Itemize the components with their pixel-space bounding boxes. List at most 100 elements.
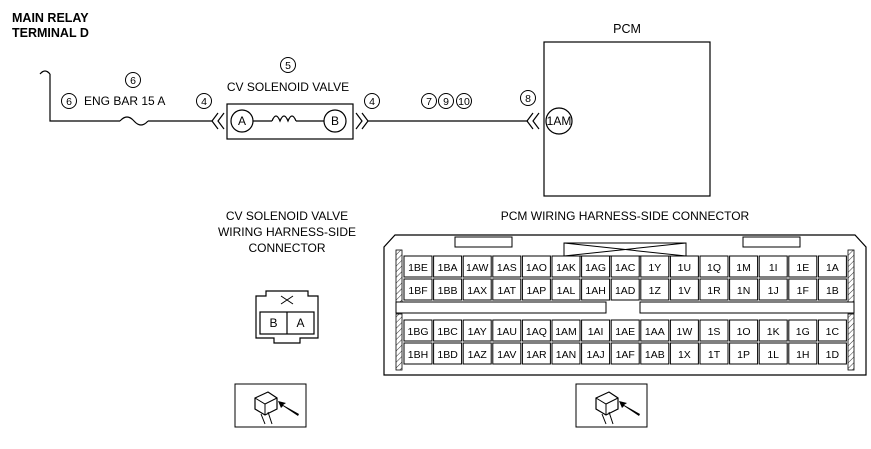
fuse-label: ENG BAR 15 A [84, 94, 165, 108]
callout-9-text: 9 [443, 96, 449, 108]
pcm-connector-pin-cell [640, 278, 670, 301]
probe-icon [234, 383, 307, 428]
pcm-pin-label: 1AM [547, 114, 572, 128]
pcm-connector-pin-cell [699, 278, 729, 301]
pcm-connector-pin-cell [817, 278, 847, 301]
pcm-connector-pin-label: 1R [707, 285, 721, 297]
pcm-connector-pin-cell [758, 278, 788, 301]
pcm-connector-pin-label: 1BA [438, 262, 458, 274]
pcm-connector-pin-cell [433, 342, 463, 365]
callout-8: 8 [520, 90, 536, 106]
pcm-connector-pin-label: 1Y [648, 262, 661, 274]
pcm-connector-pin-label: 1M [736, 262, 751, 274]
cv-connector-title-3: CONNECTOR [248, 241, 325, 255]
pcm-connector-pin-label: 1AU [497, 326, 517, 338]
pcm-connector-pin-cell [581, 342, 611, 365]
pcm-connector-pin-cell [788, 342, 818, 365]
pcm-connector-pin-label: 1BG [407, 326, 428, 338]
pcm-connector-pin-label: 1AT [498, 285, 517, 297]
pcm-connector-pin-label: 1AM [555, 326, 577, 338]
pcm-connector-pin-label: 1C [826, 326, 840, 338]
pcm-connector-pin-label: 1BD [437, 349, 458, 361]
pcm-connector-pin-cell [492, 342, 522, 365]
pcm-connector-pin-label: 1BF [408, 285, 427, 297]
callout-fuse-left-text: 6 [66, 96, 72, 108]
callout-7: 7 [421, 93, 437, 109]
callout-valve: 5 [280, 57, 296, 73]
wire-relay-to-fuse [49, 74, 120, 122]
pcm-connector-pin-cell [581, 319, 611, 342]
pcm-connector-pin-cell [462, 255, 492, 278]
pcm-connector-pin-label: 1AB [645, 349, 665, 361]
callout-fuse-top-text: 6 [130, 75, 136, 87]
pcm-connector-pin-label: 1K [767, 326, 780, 338]
valve-pin-a: A [238, 114, 246, 128]
pcm-connector-pin-cell [462, 319, 492, 342]
pcm-connector-pin-label: 1G [796, 326, 810, 338]
pcm-connector-pin-cell [551, 255, 581, 278]
pcm-connector-pin-label: 1AW [466, 262, 488, 274]
cv-connector-title-1: CV SOLENOID VALVE [226, 209, 348, 223]
pcm-connector-pin-cell [521, 319, 551, 342]
pcm-connector-pin-label: 1D [826, 349, 840, 361]
callout-8-text: 8 [525, 93, 531, 105]
pcm-connector-pin-cell [492, 319, 522, 342]
fuse-symbol [119, 116, 149, 126]
pcm-connector-pin-cell [521, 278, 551, 301]
pcm-connector-pin-label: 1BE [408, 262, 428, 274]
pcm-connector-pin-cell [610, 319, 640, 342]
pcm-connector-pin-label: 1BH [408, 349, 428, 361]
pcm-connector-pin-cell [669, 278, 699, 301]
pcm-connector-pin-label: 1AA [645, 326, 665, 338]
pcm-connector-pin-cell [403, 278, 433, 301]
pcm-connector-pin-label: 1F [797, 285, 809, 297]
callout-right-connector-text: 4 [369, 96, 375, 108]
callout-left-connector-text: 4 [201, 96, 207, 108]
pcm-connector-pin-label: 1AX [467, 285, 487, 297]
pcm-connector-pin-cell [669, 255, 699, 278]
pcm-connector-pin-label: 1S [708, 326, 721, 338]
pcm-connector-pin-label: 1AE [615, 326, 635, 338]
pcm-connector-title: PCM WIRING HARNESS-SIDE CONNECTOR [501, 209, 750, 223]
pcm-connector-pin-cell [729, 278, 759, 301]
pcm-connector-pin-cell [551, 319, 581, 342]
callout-valve-text: 5 [285, 60, 291, 72]
pcm-connector-pin-cell [551, 278, 581, 301]
pcm-connector-pin-label: 1AR [526, 349, 547, 361]
pcm-connector-pin-cell [699, 319, 729, 342]
pcm-connector-pin-cell [492, 278, 522, 301]
pcm-connector-pin-label: 1E [796, 262, 809, 274]
pcm-connector-pin-cell [403, 342, 433, 365]
valve-label: CV SOLENOID VALVE [227, 80, 349, 94]
pcm-connector-pin-cell [551, 342, 581, 365]
valve-pin-b: B [331, 114, 339, 128]
pcm-connector-pin-label: 1X [678, 349, 691, 361]
pcm-connector-pin-label: 1AC [615, 262, 636, 274]
cv-connector-title-2: WIRING HARNESS-SIDE [218, 225, 356, 239]
pcm-connector-pin-cell [492, 255, 522, 278]
pcm-connector-pin-cell [788, 319, 818, 342]
pcm-connector-pin-cell [699, 255, 729, 278]
pcm-connector-pin-cell [462, 342, 492, 365]
pcm-connector-pin-cell [758, 255, 788, 278]
pcm-label: PCM [613, 22, 641, 36]
pcm-connector-pin-label: 1AH [585, 285, 605, 297]
pcm-connector-pin-cell [788, 278, 818, 301]
pcm-connector-pin-label: 1Q [707, 262, 721, 274]
pcm-connector-pin-cell [699, 342, 729, 365]
cv-connector-pin-b: B [269, 316, 277, 330]
pcm-connector-pin-label: 1AL [557, 285, 576, 297]
pcm-connector-pin-cell [758, 319, 788, 342]
pcm-connector-pin-cell [433, 255, 463, 278]
pcm-connector-pin-label: 1N [737, 285, 750, 297]
pcm-connector-pin-label: 1I [769, 262, 778, 274]
pcm-connector-pin-cell [640, 319, 670, 342]
pcm-connector-pin-label: 1AO [526, 262, 547, 274]
pcm-connector-pin-cell [521, 255, 551, 278]
pcm-connector-pin-label: 1J [768, 285, 779, 297]
callout-7-text: 7 [426, 96, 432, 108]
pcm-connector-pin-label: 1A [826, 262, 839, 274]
pcm-connector-pin-cell [581, 255, 611, 278]
pcm-connector-pin-label: 1O [737, 326, 751, 338]
